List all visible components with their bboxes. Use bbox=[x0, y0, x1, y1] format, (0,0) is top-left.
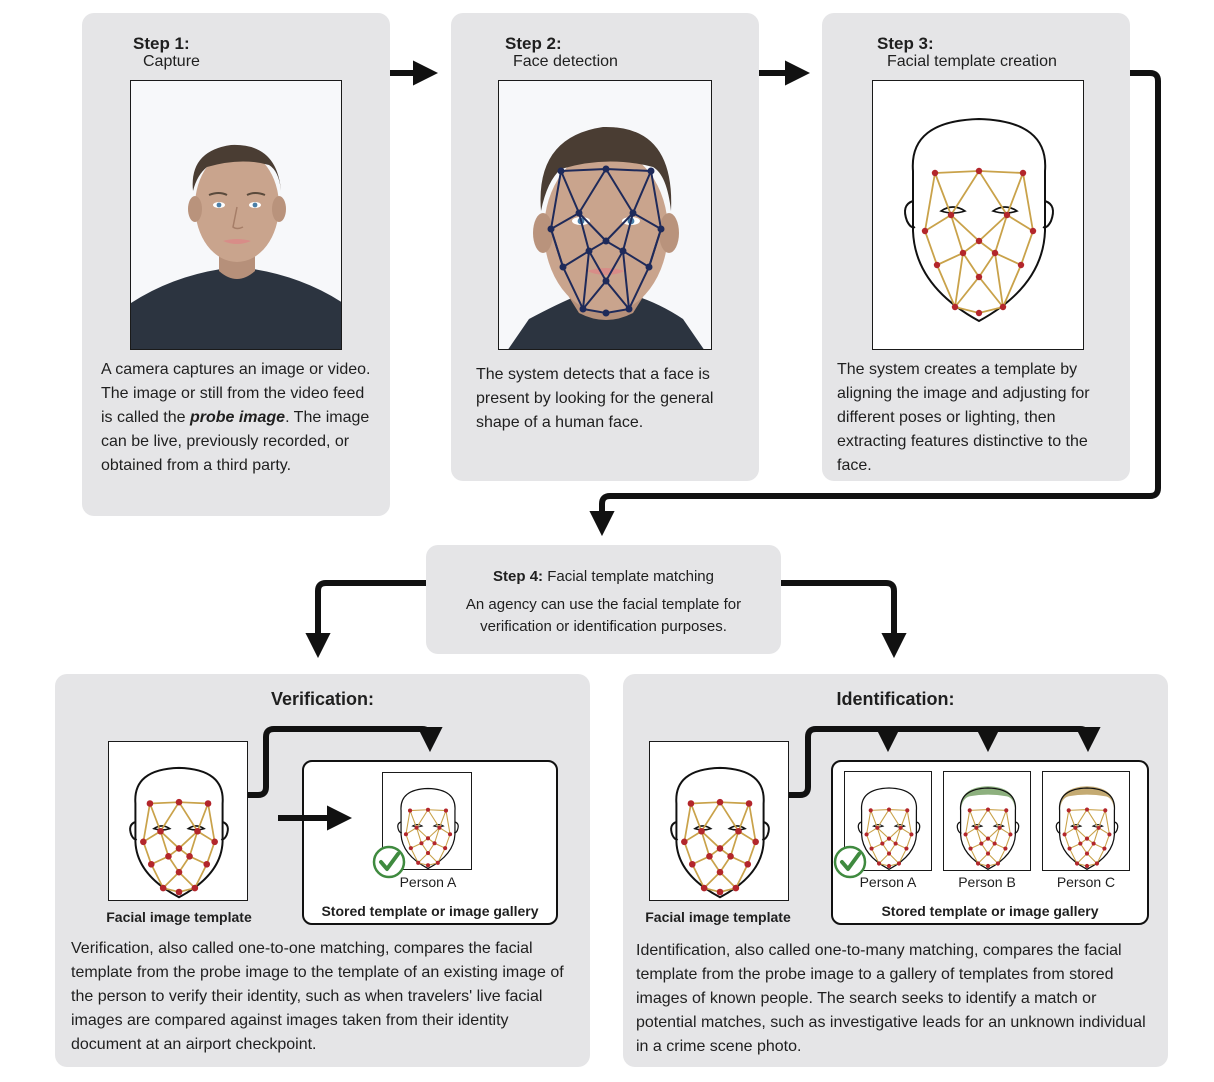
identification-template-caption: Facial image template bbox=[645, 909, 791, 925]
arrow-step4-to-verification bbox=[305, 580, 426, 659]
step1-description: A camera captures an image or video. The… bbox=[101, 358, 373, 478]
identification-match-check-icon bbox=[833, 845, 867, 879]
verification-heading: Verification: bbox=[270, 689, 375, 709]
step2-title: Step 2: bbox=[505, 34, 562, 53]
step3-description: The system creates a template by alignin… bbox=[837, 361, 1090, 474]
identification-stored-template-c bbox=[1042, 771, 1130, 871]
step2-description: The system detects that a face is presen… bbox=[476, 366, 714, 431]
step2-subtitle: Face detection bbox=[513, 53, 618, 70]
step3-subtitle: Facial template creation bbox=[887, 53, 1057, 70]
detection-photo bbox=[498, 80, 712, 350]
identification-person-a: Person A bbox=[859, 874, 917, 890]
step1-title: Step 1: bbox=[133, 34, 190, 53]
step1-subtitle: Capture bbox=[143, 53, 200, 70]
identification-description: Identification, also called one-to-many … bbox=[636, 942, 1146, 1055]
identification-stored-template-b bbox=[943, 771, 1031, 871]
step4-description: An agency can use the facial template fo… bbox=[465, 596, 742, 635]
step4-title: Step 4: bbox=[493, 568, 544, 585]
step4-panel bbox=[426, 545, 781, 654]
step1-desc-emphasis: probe image bbox=[189, 409, 286, 426]
identification-heading: Identification: bbox=[836, 689, 955, 709]
verification-match-check-icon bbox=[372, 845, 406, 879]
arrow-step4-to-identification bbox=[781, 580, 907, 659]
verification-gallery-caption: Stored template or image gallery bbox=[321, 903, 539, 919]
identification-probe-template bbox=[649, 741, 789, 901]
capture-photo bbox=[130, 80, 342, 350]
verification-description: Verification, also called one-to-one mat… bbox=[71, 940, 564, 1053]
identification-person-c: Person C bbox=[1056, 874, 1116, 890]
identification-person-b: Person B bbox=[958, 874, 1016, 890]
step1-desc-part2: . The image can be live, previously reco… bbox=[101, 409, 370, 474]
verification-person-a: Person A bbox=[399, 874, 457, 890]
identification-gallery-caption: Stored template or image gallery bbox=[881, 903, 1099, 919]
step4-subtitle: Facial template matching bbox=[547, 568, 714, 585]
step3-title: Step 3: bbox=[877, 34, 934, 53]
verification-probe-template bbox=[108, 741, 248, 901]
step4-heading: Step 4: Facial template matching bbox=[426, 568, 781, 585]
verification-template-caption: Facial image template bbox=[106, 909, 252, 925]
template-photo bbox=[872, 80, 1084, 350]
step1-desc-part1: A camera captures an image or video. The… bbox=[101, 361, 371, 426]
